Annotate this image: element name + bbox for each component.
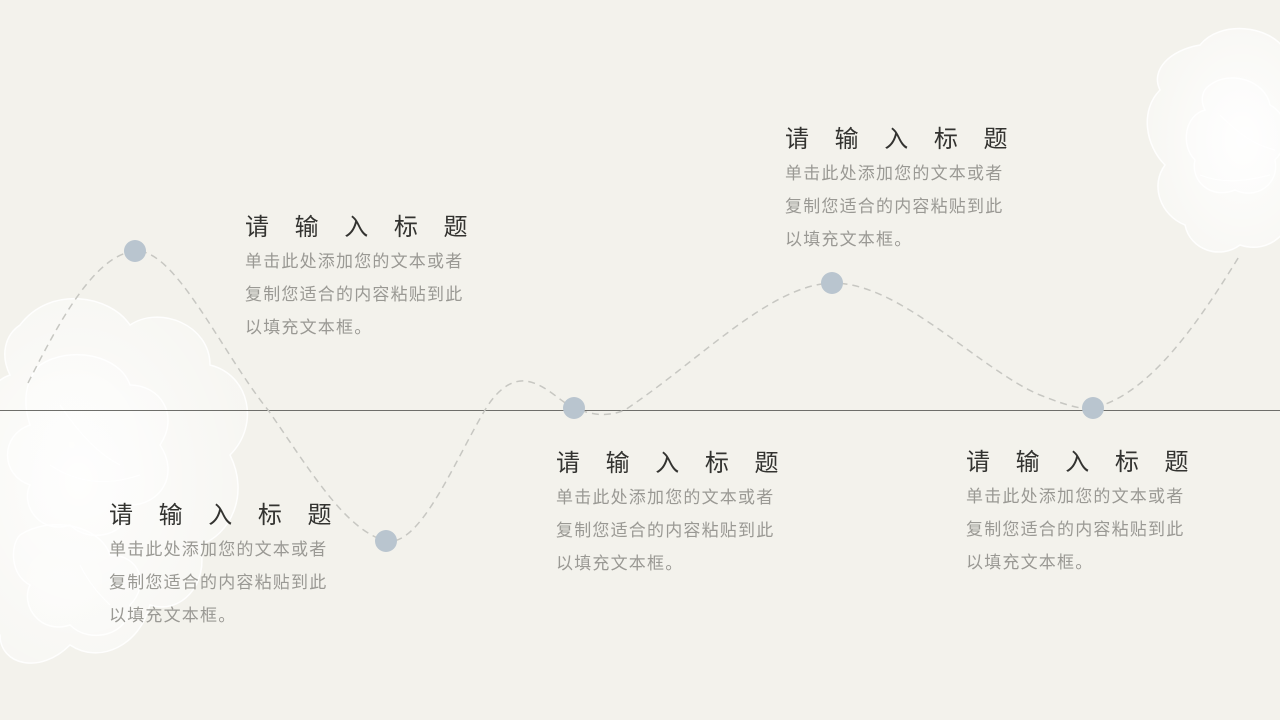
description-line: 以填充文本框。 <box>556 554 684 574</box>
item-description: 单击此处添加您的文本或者 复制您适合的内容粘贴到此 以填充文本框。 <box>109 534 369 633</box>
description-line: 单击此处添加您的文本或者 <box>966 487 1185 507</box>
item-description: 单击此处添加您的文本或者 复制您适合的内容粘贴到此 以填充文本框。 <box>556 482 816 581</box>
description-line: 以填充文本框。 <box>785 230 913 250</box>
item-description: 单击此处添加您的文本或者 复制您适合的内容粘贴到此 以填充文本框。 <box>785 158 1045 257</box>
timeline-node-5 <box>1082 397 1104 419</box>
timeline-item-1[interactable]: 请 输 入 标 题 单击此处添加您的文本或者 复制您适合的内容粘贴到此 以填充文… <box>245 212 505 345</box>
description-line: 复制您适合的内容粘贴到此 <box>785 197 1004 217</box>
description-line: 复制您适合的内容粘贴到此 <box>556 521 775 541</box>
timeline-item-4[interactable]: 请 输 入 标 题 单击此处添加您的文本或者 复制您适合的内容粘贴到此 以填充文… <box>785 124 1045 257</box>
timeline-node-4 <box>821 272 843 294</box>
description-line: 复制您适合的内容粘贴到此 <box>109 573 328 593</box>
timeline-node-2 <box>375 530 397 552</box>
timeline-item-5[interactable]: 请 输 入 标 题 单击此处添加您的文本或者 复制您适合的内容粘贴到此 以填充文… <box>966 447 1226 580</box>
description-line: 单击此处添加您的文本或者 <box>785 164 1004 184</box>
item-description: 单击此处添加您的文本或者 复制您适合的内容粘贴到此 以填充文本框。 <box>966 481 1226 580</box>
description-line: 单击此处添加您的文本或者 <box>109 540 328 560</box>
description-line: 单击此处添加您的文本或者 <box>556 488 775 508</box>
description-line: 以填充文本框。 <box>245 318 373 338</box>
timeline-item-2[interactable]: 请 输 入 标 题 单击此处添加您的文本或者 复制您适合的内容粘贴到此 以填充文… <box>109 500 369 633</box>
item-description: 单击此处添加您的文本或者 复制您适合的内容粘贴到此 以填充文本框。 <box>245 246 505 345</box>
description-line: 复制您适合的内容粘贴到此 <box>245 285 464 305</box>
description-line: 以填充文本框。 <box>109 606 237 626</box>
timeline-node-3 <box>563 397 585 419</box>
item-title: 请 输 入 标 题 <box>785 125 1017 153</box>
item-title: 请 输 入 标 题 <box>109 501 341 529</box>
timeline-item-3[interactable]: 请 输 入 标 题 单击此处添加您的文本或者 复制您适合的内容粘贴到此 以填充文… <box>556 448 816 581</box>
description-line: 以填充文本框。 <box>966 553 1094 573</box>
item-title: 请 输 入 标 题 <box>556 449 788 477</box>
description-line: 复制您适合的内容粘贴到此 <box>966 520 1185 540</box>
item-title: 请 输 入 标 题 <box>966 448 1198 476</box>
timeline-axis-line <box>0 410 1280 411</box>
timeline-node-1 <box>124 240 146 262</box>
item-title: 请 输 入 标 题 <box>245 213 477 241</box>
description-line: 单击此处添加您的文本或者 <box>245 252 464 272</box>
